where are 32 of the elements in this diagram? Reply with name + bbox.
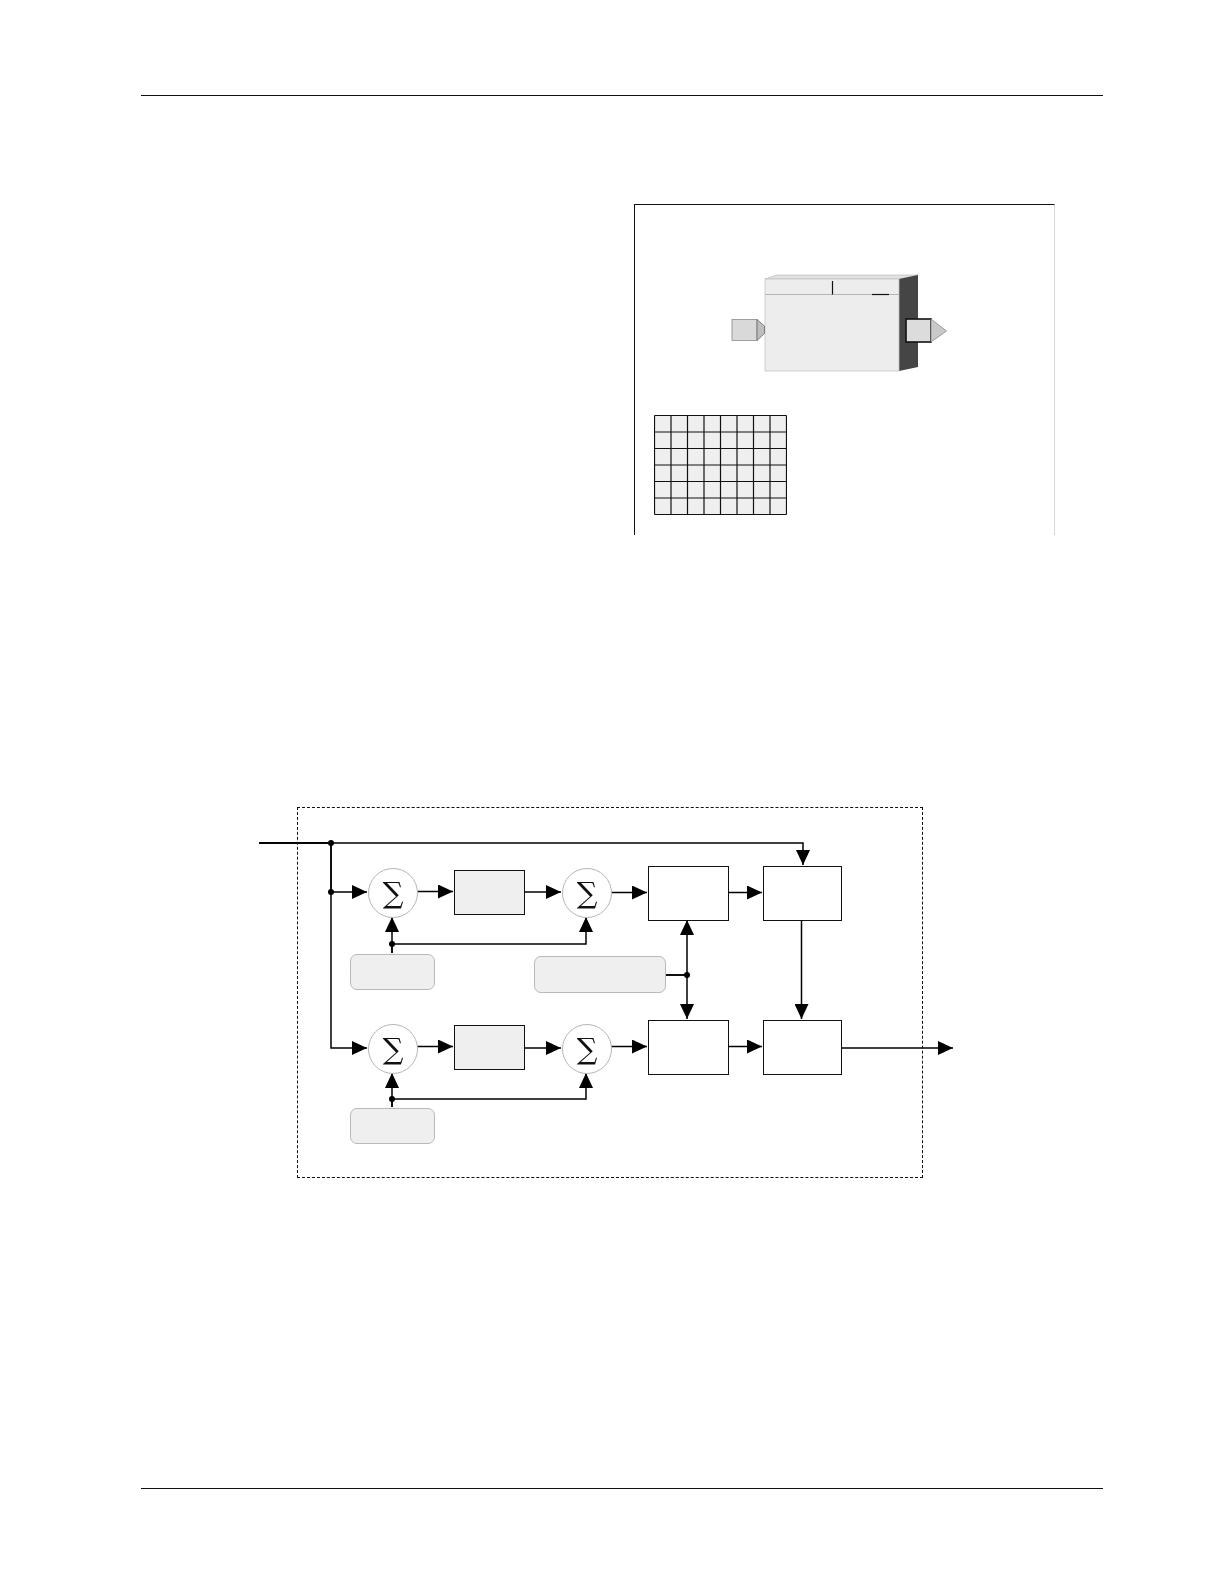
arrow [416,884,454,899]
arrow [258,842,368,1055]
arrow [523,1041,562,1055]
rounded-block [350,954,435,990]
arrow [610,885,648,900]
arrow [794,919,809,1020]
summing-junction [368,868,418,918]
sigma-symbol: ∑ [382,1034,404,1064]
process-block [648,866,729,921]
process-block [763,866,842,921]
process-block [648,1020,729,1075]
arrow [664,974,694,1020]
arrow [840,1041,954,1055]
summing-junction [562,1024,612,1074]
sigma-symbol: ∑ [382,878,404,908]
arrow [391,1072,593,1108]
arrow [727,1039,763,1054]
process-block [454,1025,525,1070]
process-block [454,870,525,915]
arrow [523,885,562,899]
arrow [391,916,593,954]
dashed-boundary [297,807,923,1178]
sigma-symbol: ∑ [576,1034,598,1064]
summing-junction [368,1024,418,1074]
rounded-block [534,956,666,993]
arrow [727,885,763,900]
summing-junction [562,868,612,918]
sigma-symbol: ∑ [576,878,598,908]
process-block [763,1020,842,1075]
arrow [416,1039,454,1054]
rounded-block [350,1108,435,1144]
arrow [610,1039,648,1054]
